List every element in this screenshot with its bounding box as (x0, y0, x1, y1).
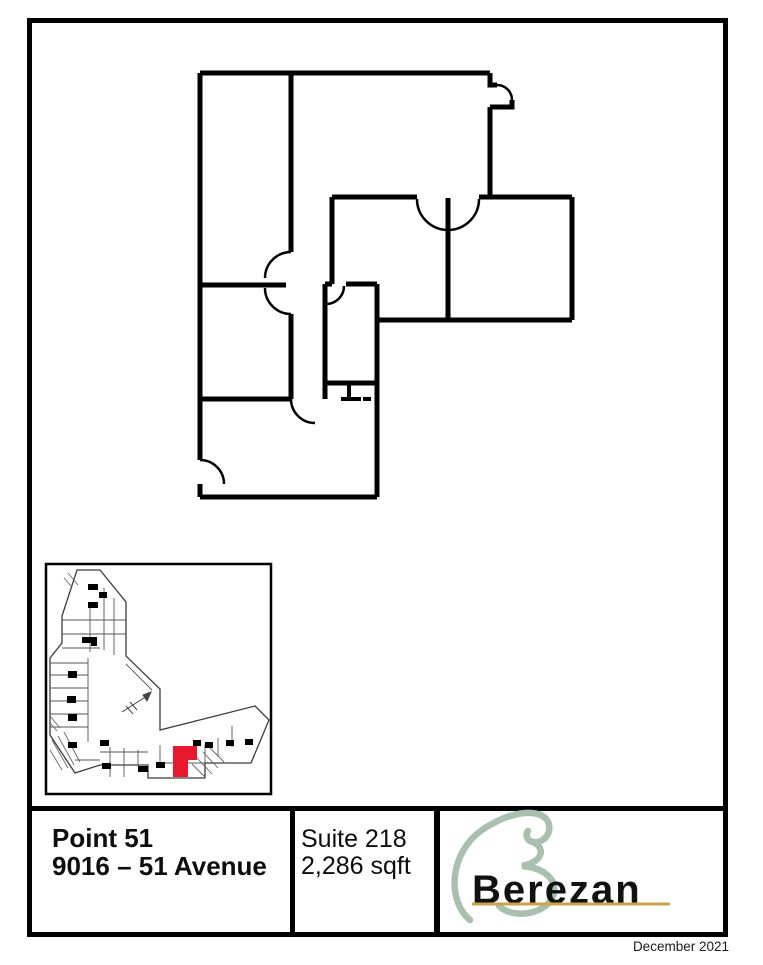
info-bar-divider-2 (434, 806, 440, 932)
highlighted-suite (173, 746, 197, 777)
north-arrow-icon (121, 691, 152, 715)
floor-plan-walls (197, 70, 575, 500)
script-b-strokes (451, 809, 558, 924)
property-name: Point 51 (52, 823, 154, 853)
suite-area: 2,286 sqft (301, 852, 411, 880)
door-swing-arcs (199, 83, 514, 485)
suite-label: Suite 218 (301, 825, 407, 853)
building-outline (49, 569, 270, 779)
footer-date: December 2021 (632, 939, 729, 954)
plumbing-fixture (341, 385, 361, 401)
info-bar-top-divider (27, 806, 728, 811)
logo-underline (472, 902, 670, 906)
info-bar-divider-1 (290, 806, 295, 932)
suite-floor-plan (197, 70, 575, 500)
berezan-script-b-icon (451, 809, 558, 924)
property-address: 9016 – 51 Avenue (52, 851, 267, 881)
key-plan-inset (44, 562, 273, 796)
suite-info-cell: Suite 218 2,286 sqft (301, 826, 411, 880)
property-info-cell: Point 51 9016 – 51 Avenue (52, 824, 267, 880)
page-border (27, 18, 728, 937)
